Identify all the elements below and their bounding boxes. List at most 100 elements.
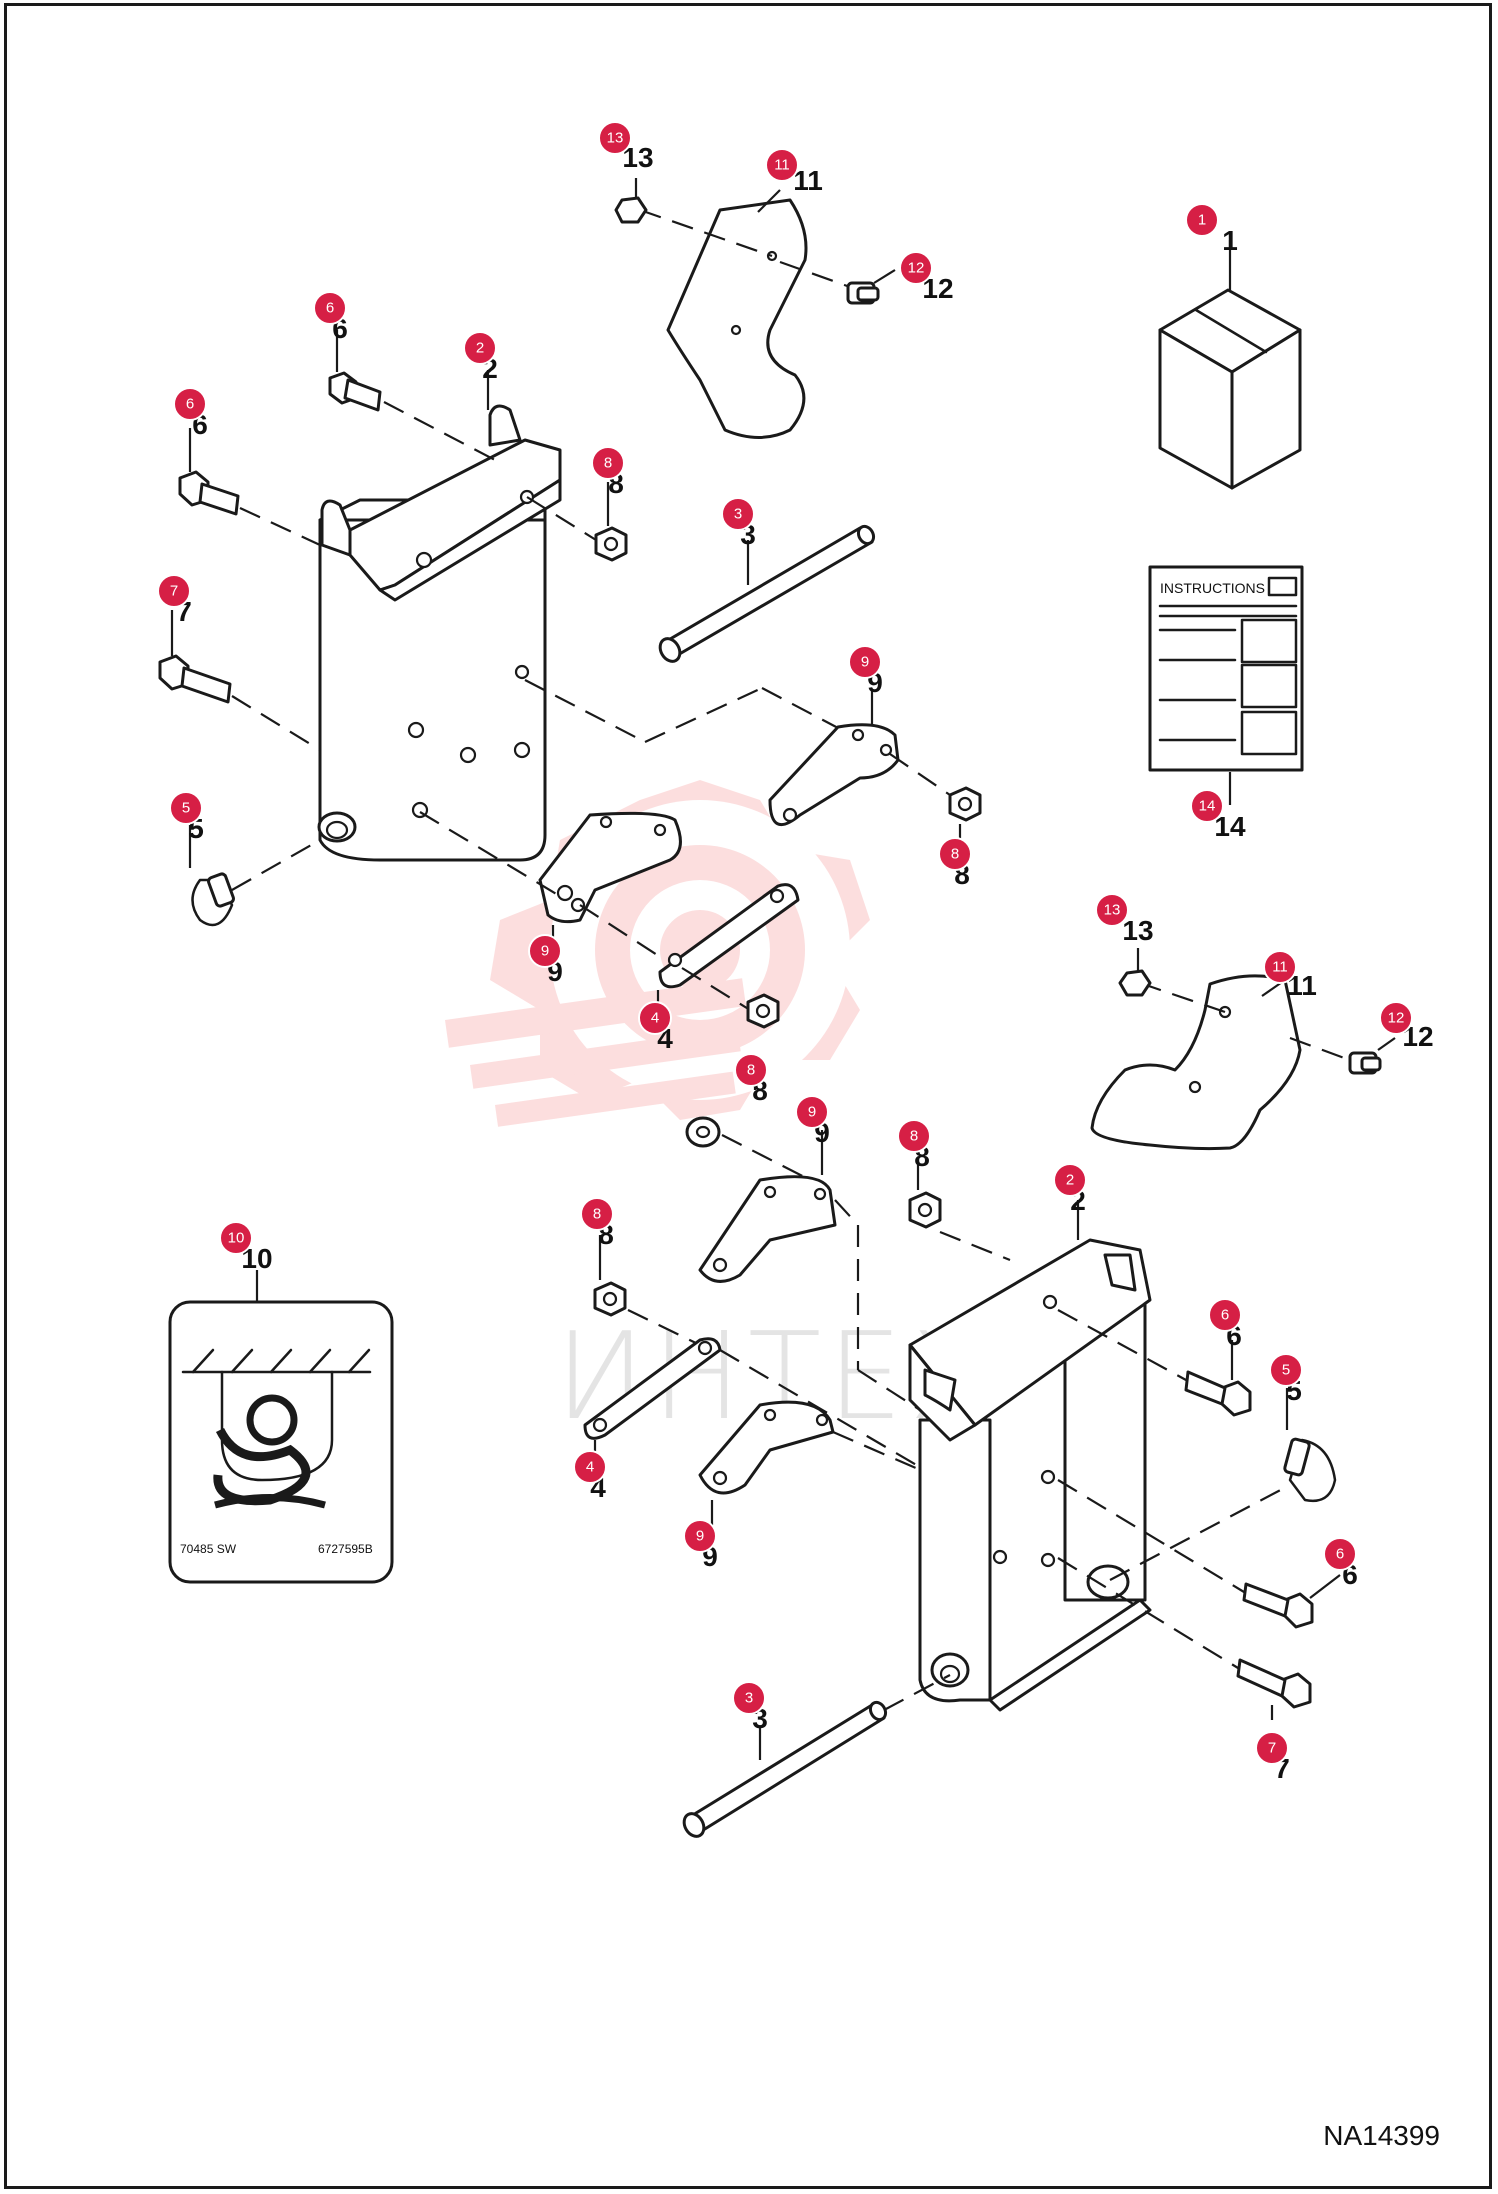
part-pin-upper [524,524,881,751]
callout-marker: 8 [897,1119,931,1153]
callout-number: 1 [1198,212,1206,229]
callout-circle [683,1519,717,1553]
part-bolt-6-right-lower [1057,1479,1341,1629]
part-bracket-lower [908,1200,1152,1712]
callout-marker: 12 [899,251,933,285]
callout-number: 9 [808,1104,816,1121]
callout-number: 5 [182,800,190,817]
part-nut-8-center [721,993,821,1186]
callout-circle [938,837,972,871]
callout-number: 12 [1388,1010,1405,1027]
callout-number: 8 [951,846,959,863]
callout-circle [899,251,933,285]
callout-marker: 8 [938,837,972,871]
callout-circle [765,148,799,182]
decal-right-code: 6727595B [318,1542,373,1556]
callout-circle [313,291,347,325]
part-shield-upper [639,189,851,439]
callout-marker: 2 [463,331,497,365]
callout-number: 7 [1268,1740,1276,1757]
part-link-plate-9b [419,811,682,961]
callout-number: 9 [861,654,869,671]
diagram-id: NA14399 [1323,2120,1440,2151]
callout-marker: 4 [638,1001,672,1035]
callout-marker: 14 [1190,789,1224,823]
callout-marker: 9 [848,645,882,679]
callout-circle [1053,1163,1087,1197]
callout-circle [1185,203,1219,237]
callout-marker: 10 [219,1221,253,1255]
callout-circle [848,645,882,679]
callout-circle [897,1119,931,1153]
callout-marker: 5 [1269,1353,1303,1387]
callout-number: 2 [476,340,484,357]
callout-marker: 9 [528,934,562,968]
part-box [1158,240,1302,490]
callout-circle [1208,1298,1242,1332]
callout-number: 8 [593,1206,601,1223]
callout-marker: 2 [1053,1163,1087,1197]
callout-circle [795,1095,829,1129]
callout-circle [591,446,625,480]
callout-marker: 3 [732,1681,766,1715]
part-lynch-pin-left [188,825,321,927]
callout-number: 10 [228,1230,245,1247]
callout-number: 14 [1199,798,1216,815]
callout-marker: 12 [1379,1001,1413,1035]
callout-circle [157,574,191,608]
part-link-plate-9d [698,1400,926,1525]
part-nut-8-lower-left [593,1235,701,1346]
callout-circle [1255,1731,1289,1765]
callout-marker: 9 [683,1519,717,1553]
part-bracket-upper [317,370,562,862]
callout-number: 11 [1272,959,1288,976]
callout-circle [1190,789,1224,823]
part-washer-8-right [908,1158,1011,1262]
callout-marker: 11 [1263,950,1297,984]
callout-marker: 7 [1255,1731,1289,1765]
part-nut-8-upper [526,482,628,562]
callout-layer: 13 11 12 1 6 2 6 8 3 7 9 5 8 13 11 12 9 4 8 9 8 2 8 10 6 5 4 9 6 3 7 14 [157,121,1413,1765]
callout-number: 7 [170,583,178,600]
callout-number: 6 [1221,1307,1229,1324]
callout-number: 4 [586,1459,594,1476]
callout-number: 6 [1336,1546,1344,1563]
callout-circle [598,121,632,155]
part-pin-lower [682,1674,951,1838]
part-screw-lower-right [1348,1037,1396,1075]
callout-circle [528,934,562,968]
part-link-plate-9c [698,1130,921,1411]
part-instructions-sheet: INSTRUCTIONS [1148,565,1304,805]
callout-number: 9 [541,943,549,960]
callout-circle [169,791,203,825]
callout-number: 2 [1066,1172,1074,1189]
callout-circle [463,331,497,365]
callout-number: 8 [747,1062,755,1079]
part-bolt-7-right [1057,1557,1312,1720]
callout-marker: 13 [598,121,632,155]
callout-marker: 6 [313,291,347,325]
callout-circle [580,1197,614,1231]
callout-circle [1095,893,1129,927]
callout-number: 6 [326,300,334,317]
callout-circle [638,1001,672,1035]
part-nut-upper [614,178,648,224]
callout-marker: 11 [765,148,799,182]
callout-circle [1269,1353,1303,1387]
callout-number: 5 [1282,1362,1290,1379]
callout-marker: 3 [721,497,755,531]
callout-circle [1323,1537,1357,1571]
part-decal: 70485 SW 6727595B [168,1270,394,1584]
callout-number: 11 [774,157,790,174]
callout-number: 6 [186,396,194,413]
callout-number: 12 [908,260,925,277]
callout-circle [173,387,207,421]
callout-marker: 8 [591,446,625,480]
diagram-frame [4,3,1492,2189]
callout-marker: 13 [1095,893,1129,927]
callout-marker: 8 [734,1053,768,1087]
part-shield-lower [1090,974,1356,1151]
callout-marker: 6 [173,387,207,421]
